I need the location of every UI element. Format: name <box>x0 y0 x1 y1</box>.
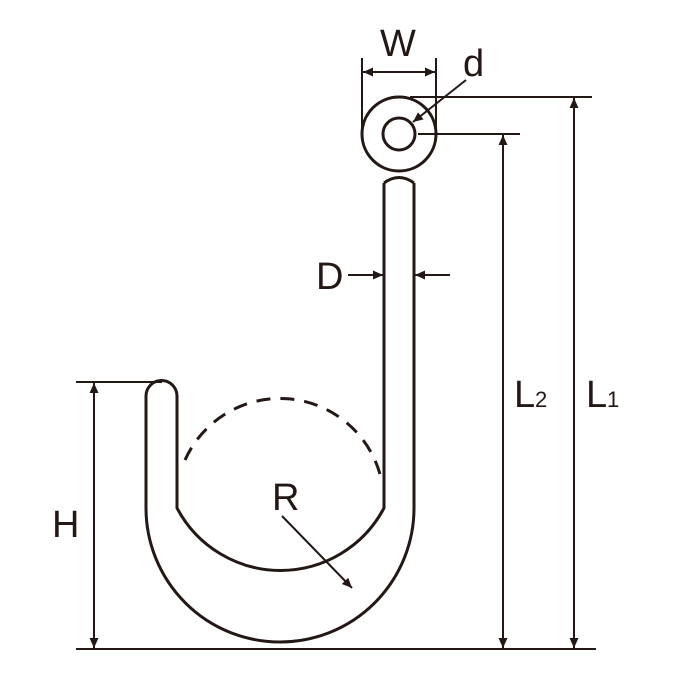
label-w: W <box>380 23 416 65</box>
dim-d-leader <box>412 79 467 123</box>
label-l2: L <box>514 374 535 416</box>
label-r: R <box>272 477 299 519</box>
label-small-d: d <box>463 43 484 85</box>
hook-eye <box>360 95 438 185</box>
eye-neck <box>383 176 415 185</box>
dim-r-leader <box>281 515 353 589</box>
dimension-lines <box>89 67 579 648</box>
eye-hole <box>381 116 417 152</box>
label-l1-subscript: 1 <box>607 387 619 412</box>
label-h: H <box>52 504 79 546</box>
label-d: D <box>316 256 343 298</box>
label-l2-subscript: 2 <box>535 387 547 412</box>
hook-body <box>144 183 416 644</box>
extension-lines <box>76 58 596 650</box>
radius-dashed-circle <box>183 397 383 479</box>
hook-outline <box>144 183 416 644</box>
label-l1: L <box>586 374 607 416</box>
